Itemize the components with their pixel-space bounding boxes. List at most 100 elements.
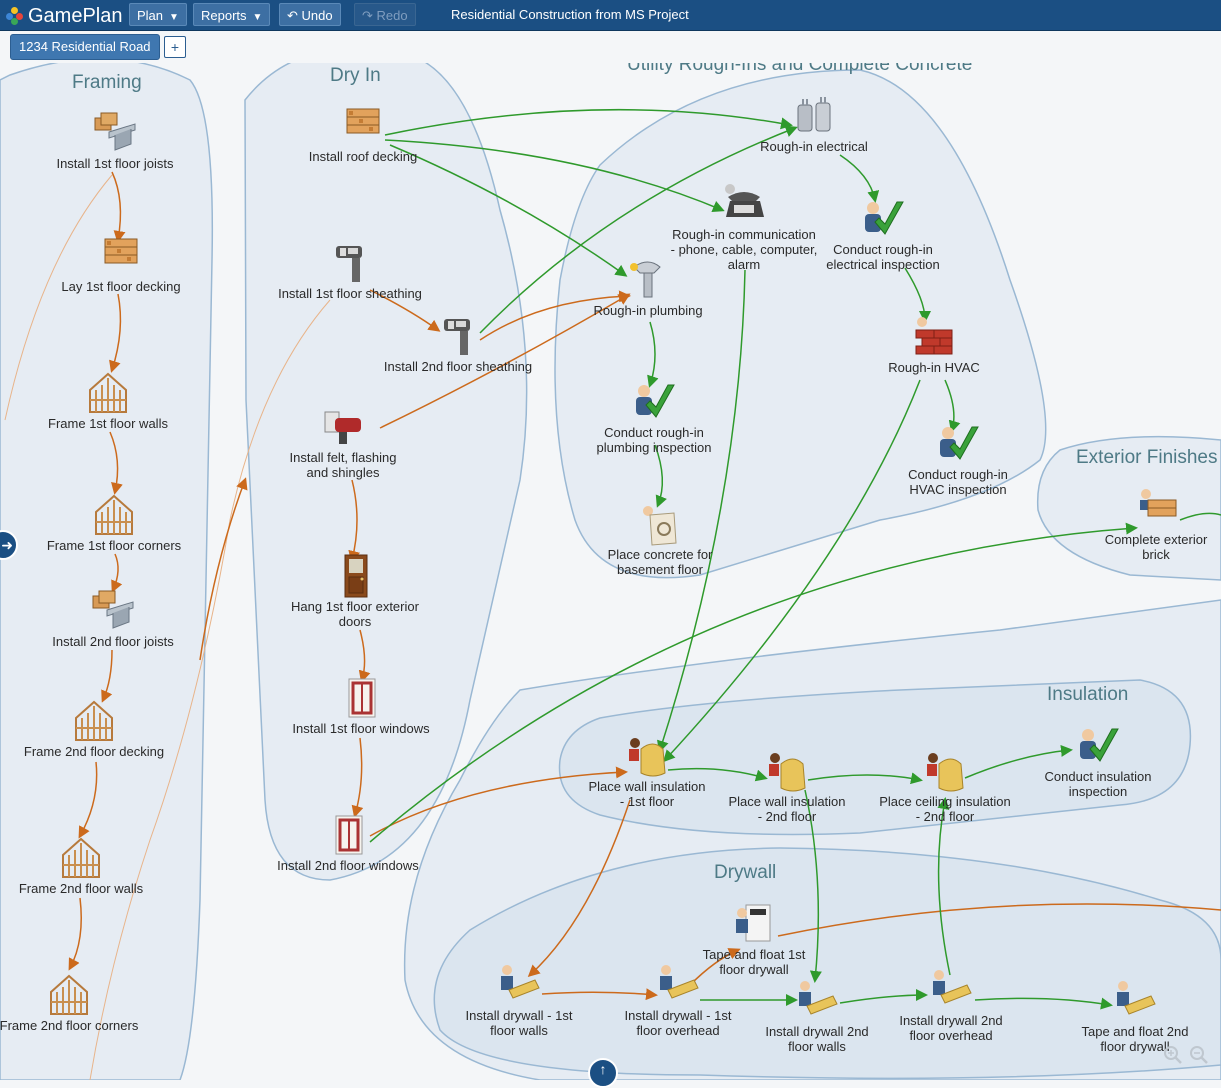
task-rough-in-plumbing[interactable]: Rough-in plumbing <box>553 257 743 318</box>
concrete-bag-icon <box>636 501 684 547</box>
task-rough-in-electrical[interactable]: Rough-in electrical <box>719 93 909 154</box>
task-tape-float-1st[interactable]: Tape and float 1st floor drywall <box>659 901 849 977</box>
dependency-link <box>974 997 1113 1010</box>
task-install-2nd-floor-joists[interactable]: Install 2nd floor joists <box>18 588 208 649</box>
task-install-roof-decking[interactable]: Install roof decking <box>268 103 458 164</box>
add-project-button[interactable]: + <box>164 36 186 58</box>
task-label: Conduct rough-in electrical inspection <box>826 242 940 272</box>
dependency-link <box>369 522 1138 843</box>
task-label: Frame 2nd floor corners <box>0 1018 139 1033</box>
house-frame-icon <box>70 698 118 744</box>
house-frame-icon <box>84 370 132 416</box>
drywall-icon <box>1111 978 1159 1024</box>
window-icon <box>337 675 385 721</box>
task-conduct-plumbing-inspection[interactable]: Conduct rough-in plumbing inspection <box>559 379 749 455</box>
dependency-link <box>839 154 880 203</box>
task-label: Complete exterior brick <box>1104 532 1208 562</box>
task-place-concrete-basement[interactable]: Place concrete for basement floor <box>565 501 755 577</box>
task-rough-in-communication[interactable]: Rough-in communication - phone, cable, c… <box>649 181 839 272</box>
task-label: Install roof decking <box>308 149 418 164</box>
task-rough-in-hvac[interactable]: Rough-in HVAC <box>839 314 1029 375</box>
phase-region-utility <box>554 69 1047 579</box>
inspection-check-icon <box>934 421 982 467</box>
phase-title-dry-in[interactable]: Dry In <box>330 65 381 86</box>
task-drywall-2nd-overhead[interactable]: Install drywall 2nd floor overhead <box>856 967 1046 1043</box>
task-wall-insulation-1st[interactable]: Place wall insulation - 1st floor <box>552 733 742 809</box>
task-hang-exterior-doors[interactable]: Hang 1st floor exterior doors <box>260 553 450 629</box>
inspection-check-icon <box>630 379 678 425</box>
task-install-1st-floor-joists[interactable]: Install 1st floor joists <box>20 110 210 171</box>
plan-menu-label: Plan <box>137 8 164 23</box>
task-install-1st-floor-sheathing[interactable]: Install 1st floor sheathing <box>255 240 445 301</box>
task-label: Tape and float 2nd floor drywall <box>1081 1024 1189 1054</box>
task-label: Install 1st floor joists <box>56 156 174 171</box>
dependency-link <box>68 897 82 971</box>
dependency-link <box>1179 512 1221 521</box>
undo-label: Undo <box>301 8 333 23</box>
lumber-icon <box>1132 486 1180 532</box>
task-label: Install drywall 2nd floor overhead <box>899 1013 1003 1043</box>
task-frame-1st-floor-walls[interactable]: Frame 1st floor walls <box>13 370 203 431</box>
house-frame-icon <box>45 972 93 1018</box>
scroll-up-arrow-icon[interactable]: ↑ <box>588 1058 618 1088</box>
phase-title-drywall[interactable]: Drywall <box>714 862 777 883</box>
task-label: Rough-in plumbing <box>593 303 703 318</box>
dependency-link <box>111 553 123 593</box>
task-label: Rough-in HVAC <box>888 360 980 375</box>
redo-button[interactable]: ↷ Redo <box>354 3 416 26</box>
task-drywall-2nd-walls[interactable]: Install drywall 2nd floor walls <box>722 978 912 1054</box>
project-tab[interactable]: 1234 Residential Road <box>10 34 160 60</box>
inspection-check-icon <box>1074 723 1122 769</box>
redo-label: Redo <box>376 8 408 23</box>
dependency-link <box>199 477 248 661</box>
task-complete-exterior-brick[interactable]: Complete exterior brick <box>1061 486 1221 562</box>
task-conduct-insulation-inspection[interactable]: Conduct insulation inspection <box>1003 723 1193 799</box>
dependency-link <box>369 289 441 332</box>
task-tape-float-2nd[interactable]: Tape and float 2nd floor drywall <box>1040 978 1221 1054</box>
task-frame-2nd-floor-corners[interactable]: Frame 2nd floor corners <box>0 972 164 1033</box>
phase-title-exterior[interactable]: Exterior Finishes <box>1076 447 1218 468</box>
task-install-felt-flashing-shingles[interactable]: Install felt, flashing and shingles <box>248 404 438 480</box>
dependency-link <box>647 321 659 388</box>
plan-menu-button[interactable]: Plan▼ <box>129 3 187 26</box>
steel-beam-icon <box>91 110 139 156</box>
task-frame-2nd-floor-walls[interactable]: Frame 2nd floor walls <box>0 835 176 896</box>
task-label: Hang 1st floor exterior doors <box>291 599 419 629</box>
undo-button[interactable]: ↶ Undo <box>279 3 341 26</box>
dependency-link <box>358 629 371 683</box>
task-install-2nd-floor-sheathing[interactable]: Install 2nd floor sheathing <box>363 313 553 374</box>
phase-title-insulation[interactable]: Insulation <box>1047 684 1129 705</box>
chevron-down-icon: ▼ <box>252 12 263 23</box>
task-label: Frame 2nd floor walls <box>18 881 144 896</box>
reports-menu-label: Reports <box>201 8 247 23</box>
phase-title-utility[interactable]: Utility Rough-Ins and Complete Concrete <box>627 63 973 75</box>
task-drywall-1st-overhead[interactable]: Install drywall - 1st floor overhead <box>583 962 773 1038</box>
task-drywall-1st-walls[interactable]: Install drywall - 1st floor walls <box>424 962 614 1038</box>
insulation-bag-icon <box>921 748 969 794</box>
task-install-2nd-floor-windows[interactable]: Install 2nd floor windows <box>253 812 443 873</box>
task-wall-insulation-2nd[interactable]: Place wall insulation - 2nd floor <box>692 748 882 824</box>
task-lay-1st-floor-decking[interactable]: Lay 1st floor decking <box>26 233 216 294</box>
dependency-link <box>384 139 725 213</box>
zoom-in-icon[interactable] <box>1163 1045 1183 1065</box>
phase-and-dependency-layer <box>0 63 1221 1080</box>
task-ceiling-insulation-2nd[interactable]: Place ceiling insulation - 2nd floor <box>850 748 1040 824</box>
dependency-link <box>662 379 921 763</box>
task-frame-1st-floor-corners[interactable]: Frame 1st floor corners <box>19 492 209 553</box>
phase-title-framing[interactable]: Framing <box>72 72 142 93</box>
task-frame-2nd-floor-decking[interactable]: Frame 2nd floor decking <box>0 698 189 759</box>
dependency-link <box>944 379 961 433</box>
task-label: Conduct rough-in plumbing inspection <box>596 425 712 455</box>
task-label: Place wall insulation - 2nd floor <box>728 794 846 824</box>
task-install-1st-floor-windows[interactable]: Install 1st floor windows <box>266 675 456 736</box>
dependency-link <box>101 649 113 703</box>
reports-menu-button[interactable]: Reports ▼ <box>193 3 271 26</box>
logo-dots-icon <box>6 7 26 25</box>
task-label: Tape and float 1st floor drywall <box>702 947 806 977</box>
window-icon <box>324 812 372 858</box>
zoom-out-icon[interactable] <box>1189 1045 1209 1065</box>
task-conduct-hvac-inspection[interactable]: Conduct rough-in HVAC inspection <box>863 421 1053 497</box>
plan-canvas[interactable]: Framing Dry In Utility Rough-Ins and Com… <box>0 63 1221 1080</box>
task-conduct-electrical-inspection[interactable]: Conduct rough-in electrical inspection <box>788 196 978 272</box>
task-label: Install drywall - 1st floor overhead <box>624 1008 732 1038</box>
